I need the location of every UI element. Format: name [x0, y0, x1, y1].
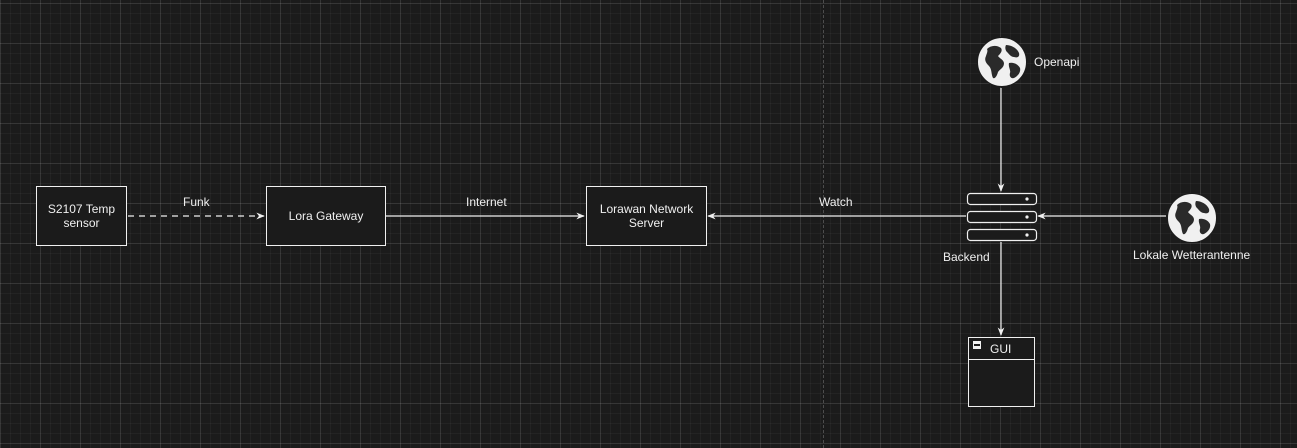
- network-server-node[interactable]: Lorawan Network Server: [586, 186, 707, 246]
- network-server-node-label: Lorawan Network Server: [599, 202, 694, 230]
- backend-label: Backend: [943, 250, 990, 264]
- edge-label-internet: Internet: [466, 195, 507, 209]
- sensor-node[interactable]: S2107 Temp sensor: [36, 186, 127, 246]
- sensor-node-label: S2107 Temp sensor: [47, 202, 116, 230]
- local-antenna-label: Lokale Wetterantenne: [1133, 248, 1251, 262]
- edge-label-funk: Funk: [183, 195, 210, 209]
- gui-window[interactable]: GUI: [968, 337, 1035, 407]
- edge-label-watch: Watch: [819, 195, 853, 209]
- server-stack-icon[interactable]: [966, 192, 1038, 242]
- collapse-icon[interactable]: [973, 341, 981, 349]
- globe-icon[interactable]: [976, 36, 1028, 88]
- page-divider: [823, 0, 824, 448]
- globe-icon[interactable]: [1166, 192, 1218, 244]
- openapi-label: Openapi: [1034, 55, 1080, 69]
- gateway-node-label: Lora Gateway: [288, 209, 364, 223]
- gui-window-header: GUI: [969, 338, 1034, 360]
- gui-window-title: GUI: [990, 342, 1012, 356]
- gateway-node[interactable]: Lora Gateway: [266, 186, 386, 246]
